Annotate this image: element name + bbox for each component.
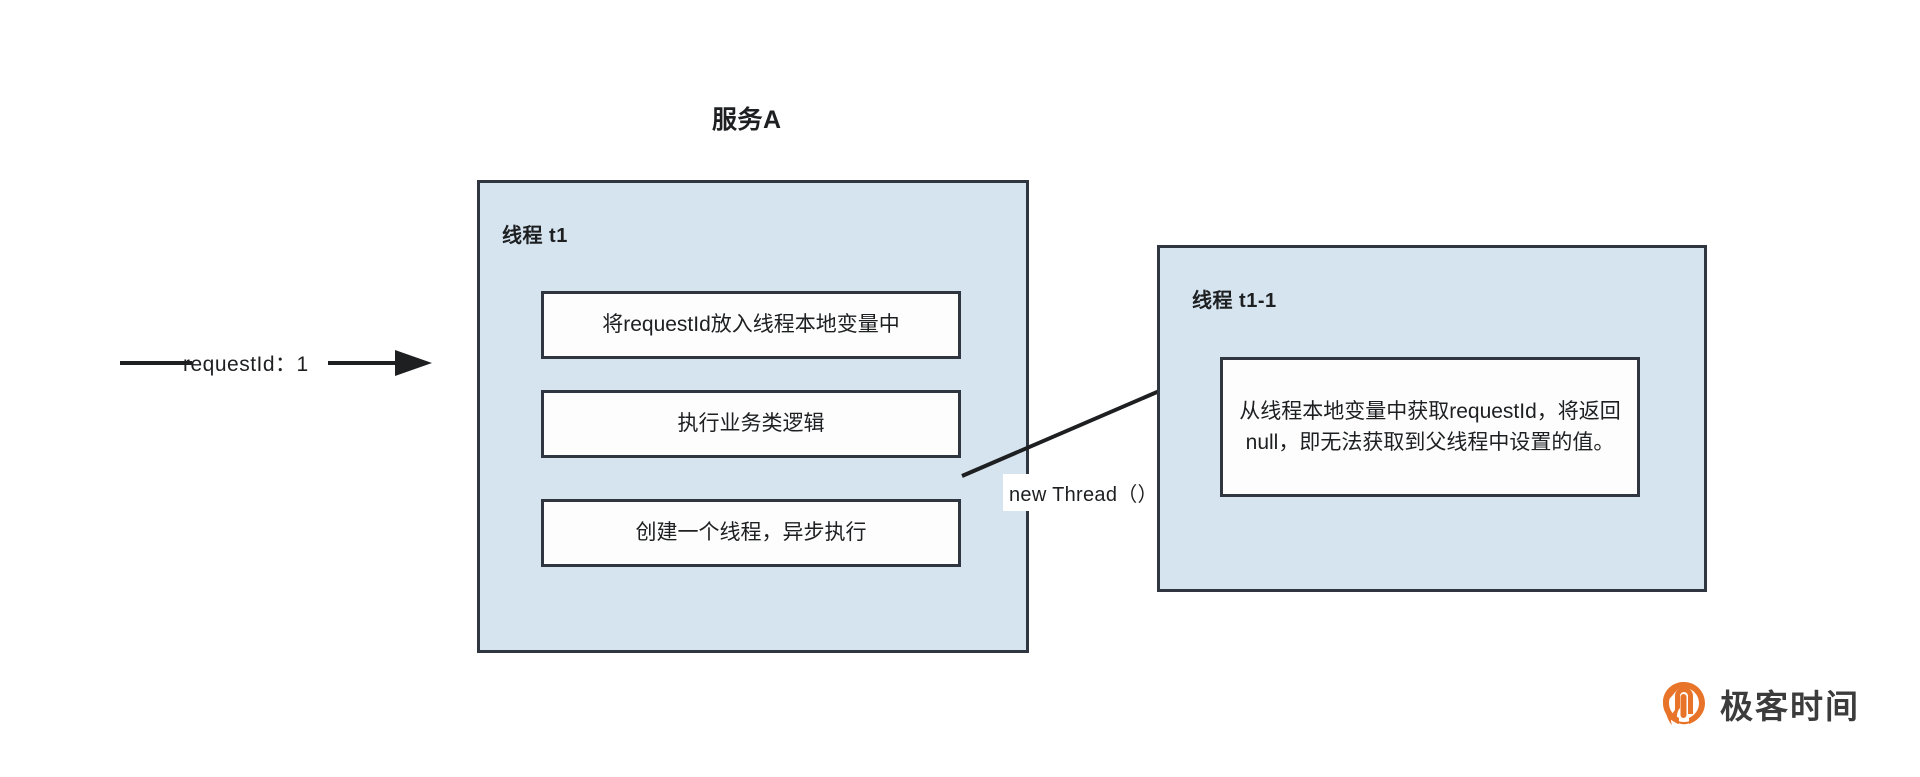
thread-container-t1-1: 线程 t1-1 从线程本地变量中获取requestId，将返回null，即无法获… bbox=[1157, 245, 1707, 592]
service-title: 服务A bbox=[712, 106, 782, 134]
thread-label-t1-1: 线程 t1-1 bbox=[1192, 290, 1277, 312]
step-box-business-logic: 执行业务类逻辑 bbox=[541, 390, 961, 458]
step-box-get-requestid-null: 从线程本地变量中获取requestId，将返回null，即无法获取到父线程中设置… bbox=[1220, 357, 1640, 497]
step-box-create-thread: 创建一个线程，异步执行 bbox=[541, 499, 961, 567]
thread-container-t1: 线程 t1 将requestId放入线程本地变量中 执行业务类逻辑 创建一个线程… bbox=[477, 180, 1029, 653]
geekbang-logo-icon bbox=[1663, 682, 1705, 725]
brand-watermark: 极客时间 bbox=[1660, 680, 1860, 728]
new-thread-label: new Thread（） bbox=[1003, 474, 1164, 511]
step-box-put-requestid: 将requestId放入线程本地变量中 bbox=[541, 291, 961, 359]
thread-label-t1: 线程 t1 bbox=[502, 225, 568, 247]
brand-name: 极客时间 bbox=[1720, 688, 1860, 725]
incoming-request-arrow bbox=[120, 350, 432, 376]
incoming-request-label: requestId：1 bbox=[183, 353, 309, 376]
